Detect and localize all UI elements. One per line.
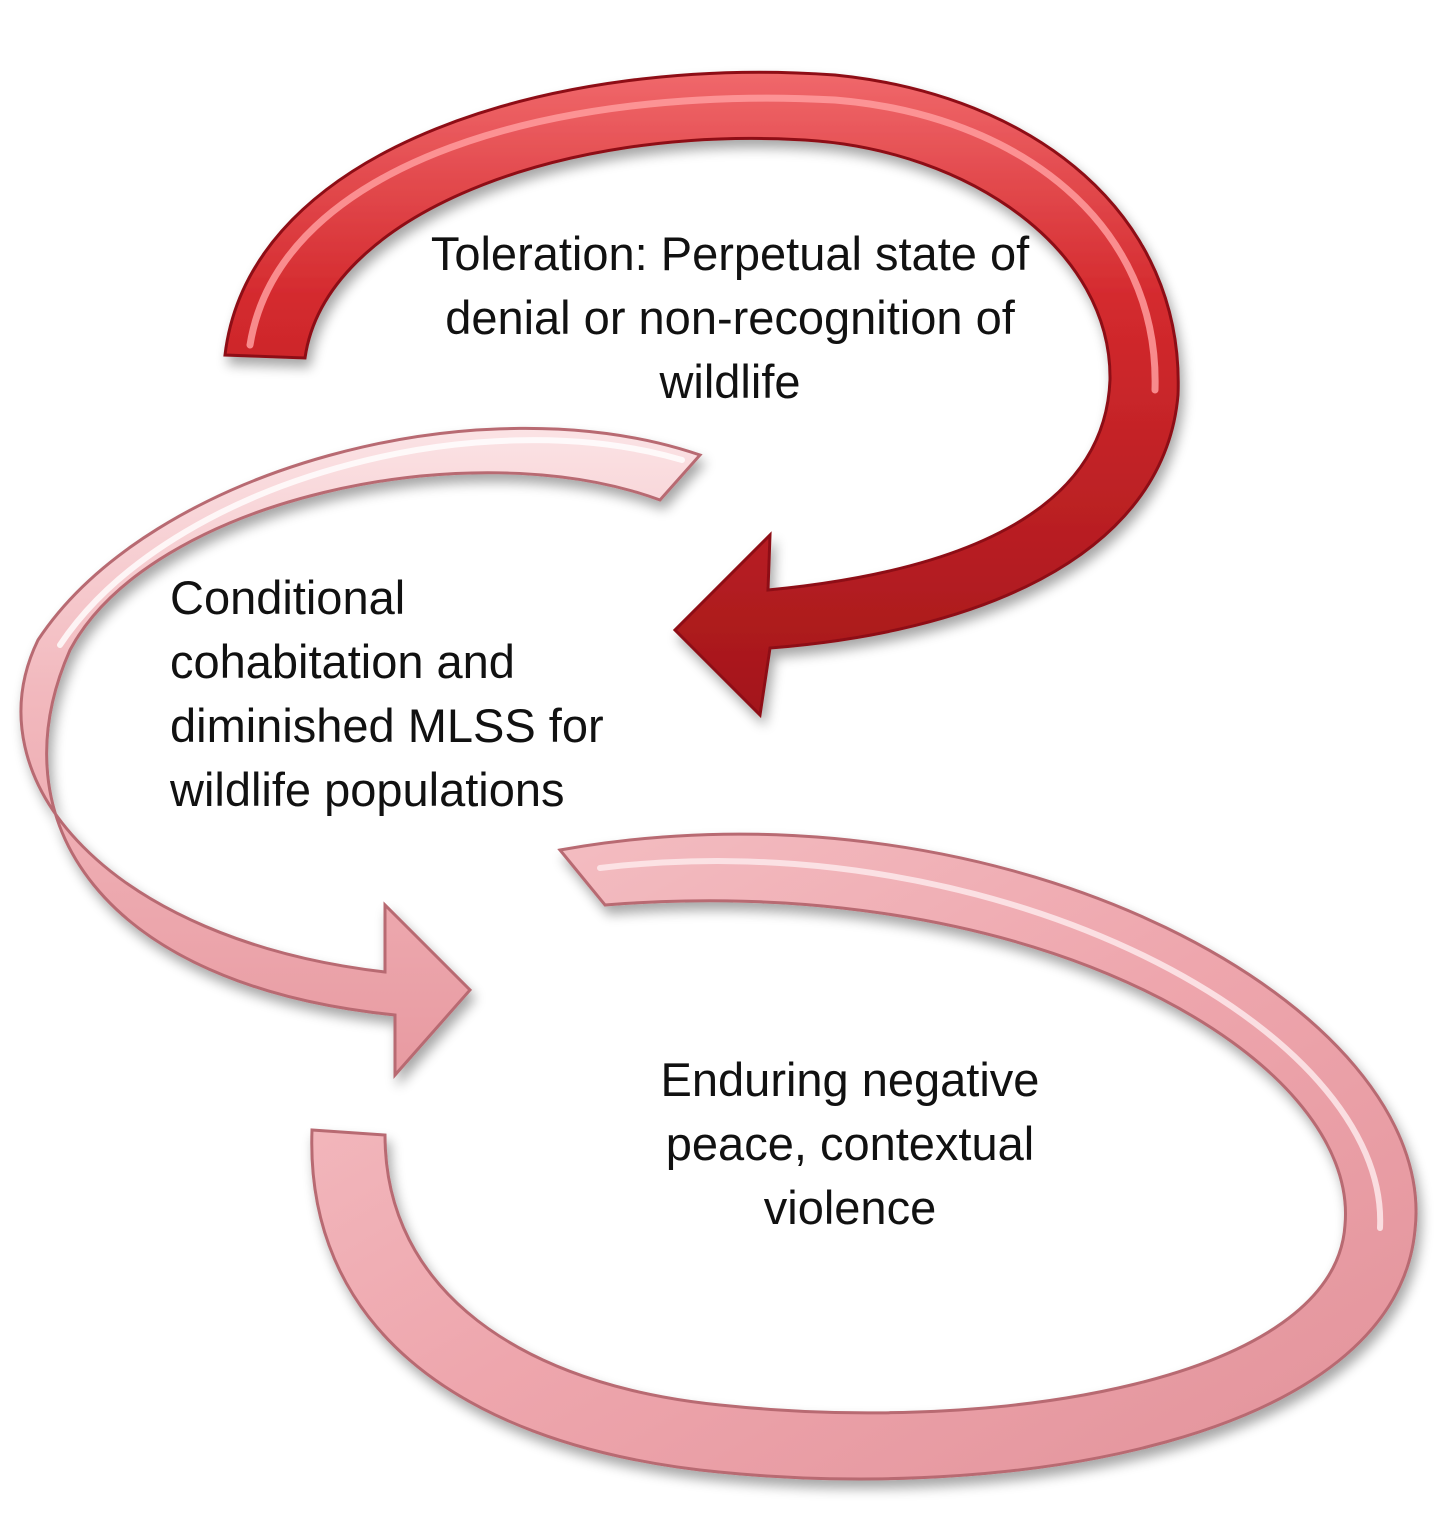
enduring-loop-highlight	[597, 858, 1384, 1231]
toleration-label-line: wildlife	[659, 355, 801, 408]
enduring-label-line: violence	[763, 1181, 937, 1234]
toleration-label-line: Toleration: Perpetual state of	[430, 227, 1030, 280]
conditional-label-line: Conditional	[170, 571, 406, 624]
toleration-arrow-highlight	[246, 94, 1159, 394]
conditional-arrow-highlight	[57, 437, 685, 648]
conditional-cohabitation-label: Conditional cohabitation and diminished …	[170, 566, 650, 822]
conditional-arrow-body	[19, 426, 703, 1079]
conditional-label-line: diminished MLSS for	[170, 699, 604, 752]
enduring-loop-body	[310, 832, 1418, 1481]
toleration-label-line: denial or non-recognition of	[445, 291, 1015, 344]
conditional-label-line: wildlife populations	[170, 763, 565, 816]
conditional-label-line: cohabitation and	[170, 635, 515, 688]
conditional-to-enduring-arrow	[19, 426, 703, 1079]
enduring-label-line: Enduring negative	[660, 1053, 1040, 1106]
enduring-peace-label: Enduring negative peace, contextual viol…	[630, 1048, 1070, 1240]
enduring-loop-arrow	[310, 832, 1418, 1481]
toleration-to-conditional-arrow	[223, 70, 1180, 719]
enduring-label-line: peace, contextual	[665, 1117, 1035, 1170]
toleration-arrow-body	[223, 70, 1180, 719]
toleration-label: Toleration: Perpetual state of denial or…	[395, 222, 1065, 414]
